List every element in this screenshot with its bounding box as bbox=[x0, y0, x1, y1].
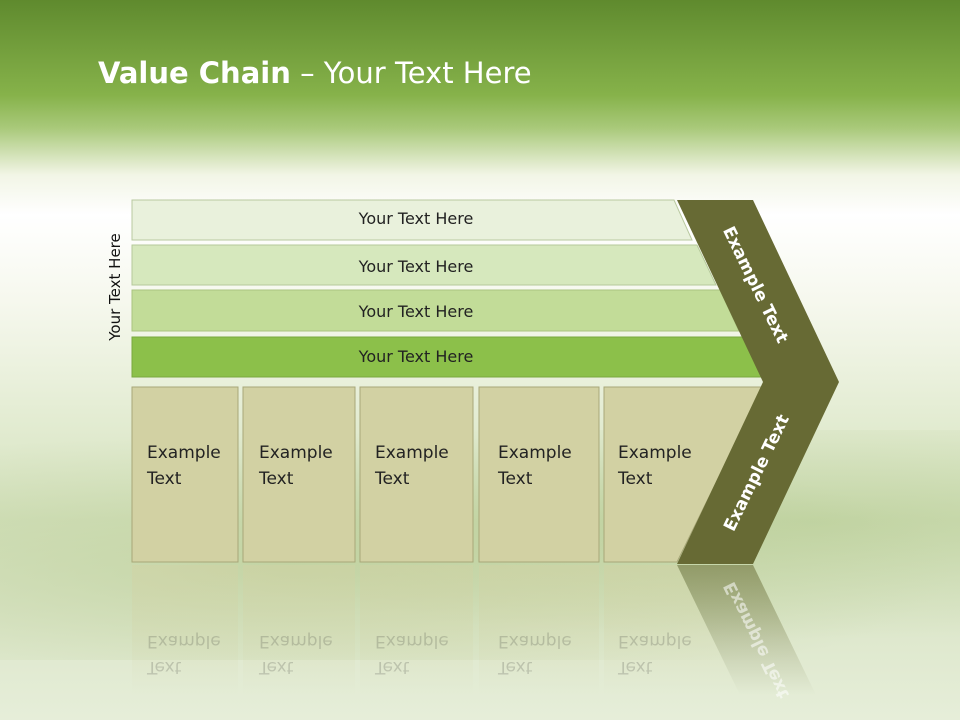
box-1-reflection-line1: Example bbox=[147, 631, 221, 651]
chevron-arrow bbox=[677, 200, 839, 564]
box-2 bbox=[242, 386, 356, 563]
box-5-reflection-label: Text Example bbox=[618, 628, 692, 680]
box-1-reflection-line2: Text bbox=[147, 657, 182, 677]
box-3-reflection-line2: Text bbox=[375, 657, 410, 677]
bar-4-label: Your Text Here bbox=[358, 347, 474, 366]
title-bold: Value Chain bbox=[98, 56, 291, 90]
box-1-reflection bbox=[132, 565, 238, 695]
box-4-reflection-line2: Text bbox=[498, 657, 533, 677]
box-4-reflection-label: Text Example bbox=[498, 628, 572, 680]
box-3-reflection bbox=[360, 565, 473, 695]
box-3-line1: Example bbox=[375, 443, 449, 463]
box-2-reflection-line1: Example bbox=[259, 631, 333, 651]
title-rest: – Your Text Here bbox=[290, 56, 532, 90]
box-3-reflection-label: Text Example bbox=[375, 628, 449, 680]
box-4-line1: Example bbox=[498, 443, 572, 463]
box-5-line1: Example bbox=[618, 443, 692, 463]
box-4 bbox=[478, 386, 600, 563]
chevron-reflection bbox=[677, 565, 816, 695]
box-5-line2: Text bbox=[618, 469, 653, 489]
box-1-line2: Text bbox=[147, 469, 182, 489]
bar-2 bbox=[131, 244, 717, 286]
box-5 bbox=[603, 386, 764, 563]
box-5-reflection-line1: Example bbox=[618, 631, 692, 651]
box-1-reflection-label: Text Example bbox=[147, 628, 221, 680]
box-3-reflection-line1: Example bbox=[375, 631, 449, 651]
box-2-reflection-line2: Text bbox=[259, 657, 294, 677]
box-4-reflection bbox=[479, 565, 599, 695]
box-3-line2: Text bbox=[375, 469, 410, 489]
bar-3-label: Your Text Here bbox=[358, 302, 474, 321]
bar-1 bbox=[131, 199, 693, 241]
box-4-reflection-line1: Example bbox=[498, 631, 572, 651]
box-2-reflection bbox=[243, 565, 355, 695]
box-3 bbox=[359, 386, 474, 563]
box-2-line1: Example bbox=[259, 443, 333, 463]
box-2-reflection-label: Text Example bbox=[259, 628, 333, 680]
box-1-line1: Example bbox=[147, 443, 221, 463]
box-2-line2: Text bbox=[259, 469, 294, 489]
box-5-reflection-line2: Text bbox=[618, 657, 653, 677]
box-4-line2: Text bbox=[498, 469, 533, 489]
box-5-reflection bbox=[604, 565, 740, 695]
bar-1-label: Your Text Here bbox=[358, 209, 474, 228]
page-title: Value Chain – Your Text Here bbox=[98, 56, 532, 90]
bar-2-label: Your Text Here bbox=[358, 257, 474, 276]
box-1 bbox=[131, 386, 239, 563]
